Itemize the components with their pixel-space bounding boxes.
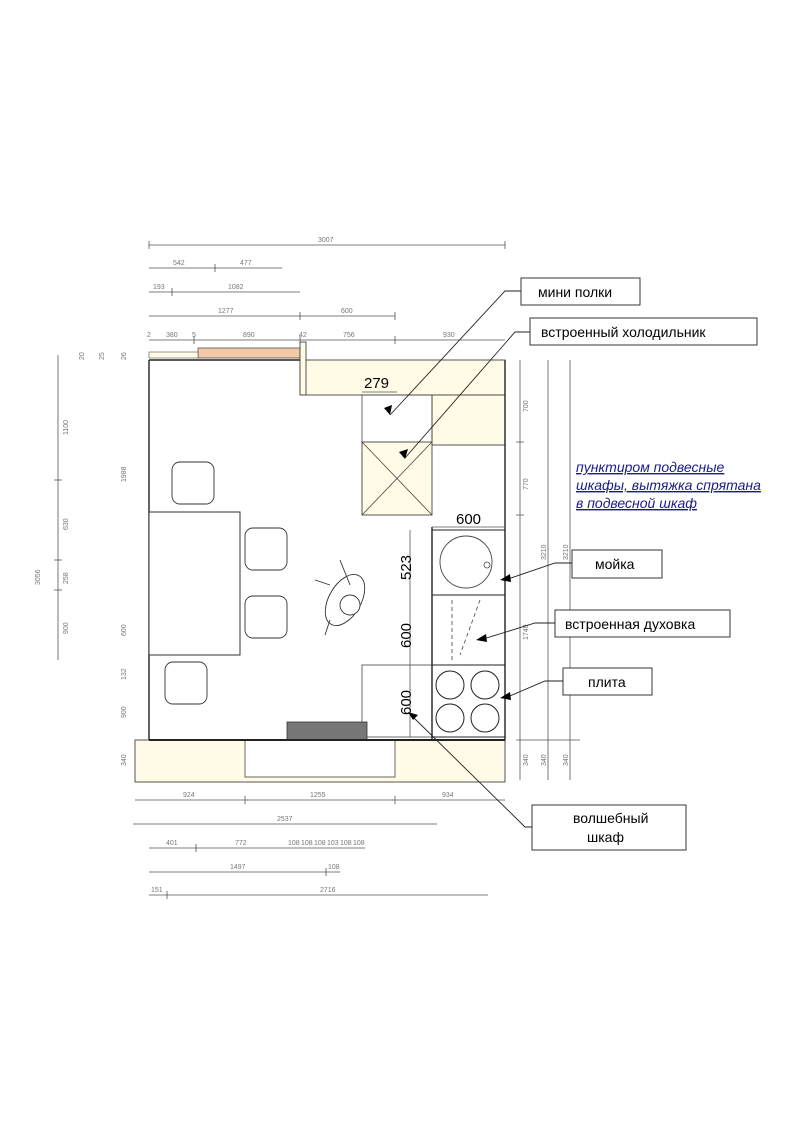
callout-stove — [562, 667, 653, 696]
dim-text: 1100 — [63, 420, 70, 435]
dim-text: 340 — [541, 754, 548, 766]
dim-text: 3007 — [318, 237, 334, 244]
dim-text: 25 — [99, 352, 106, 360]
dim-text: 132 — [121, 668, 128, 680]
dim-text: 151 — [151, 887, 163, 894]
dim-text: 600 — [341, 308, 353, 315]
dim-text: 108 — [314, 840, 326, 847]
callout-text: встроенный холодильник — [541, 324, 706, 340]
dim-text: 108 — [301, 840, 313, 847]
dim-text: 477 — [240, 260, 252, 267]
callout-text: волшебный — [573, 810, 648, 826]
dim-text: 772 — [235, 840, 247, 847]
top-dimensions: 3007 542 477 193 1082 1277 600 2 380 5 8… — [147, 237, 506, 344]
callout-text: мини полки — [538, 284, 612, 300]
dim-text: 380 — [166, 332, 178, 339]
person-icon — [314, 559, 366, 636]
dim-text: 1740 — [523, 624, 530, 640]
dim-text: 401 — [166, 840, 178, 847]
note-text: шкафы, вытяжка спрятана — [576, 477, 761, 493]
dim-text: 700 — [523, 400, 530, 412]
note-text: в подвесной шкаф — [576, 495, 697, 511]
dim-text: 1277 — [218, 308, 234, 315]
dim-text: 3210 — [563, 544, 570, 560]
dim-text: 756 — [343, 332, 355, 339]
dim-text: 103 — [327, 840, 339, 847]
dim-text: 2716 — [320, 887, 336, 894]
window — [197, 347, 301, 359]
sink-bowl — [439, 535, 493, 589]
dim-text: 890 — [243, 332, 255, 339]
dim-text: 924 — [183, 792, 195, 799]
callout-oven — [554, 609, 731, 638]
dining-table — [148, 511, 241, 656]
dim-text: 900 — [63, 622, 70, 634]
callout-mini-shelves — [520, 277, 641, 306]
dim-text: 1988 — [121, 466, 128, 482]
dim-text: 930 — [443, 332, 455, 339]
callouts: мини полки встроенный холодильник пункти… — [384, 277, 761, 851]
dim-text: 1082 — [228, 284, 244, 291]
radiator — [286, 721, 368, 741]
oven-cabinet — [431, 594, 506, 666]
top-counter — [299, 359, 506, 396]
dim-523: 523 — [398, 555, 415, 580]
wall-cabinet — [431, 394, 506, 446]
callout-text: шкаф — [587, 829, 624, 845]
note-text: пунктиром подвесные — [576, 459, 725, 475]
callout-text: встроенная духовка — [565, 616, 695, 632]
dim-text: 3210 — [541, 544, 548, 560]
dim-text: 26 — [121, 352, 128, 360]
dim-text: 2537 — [277, 816, 293, 823]
callout-magic-cabinet — [531, 804, 687, 851]
dim-text: 630 — [63, 518, 70, 530]
callout-text: плита — [588, 674, 626, 690]
dim-text: 193 — [153, 284, 165, 291]
dim-text: 900 — [121, 706, 128, 718]
dim-text: 934 — [442, 792, 454, 799]
dim-text: 20 — [79, 352, 86, 360]
sink-cabinet — [431, 529, 506, 596]
dim-text: 340 — [523, 754, 530, 766]
dim-text: 1497 — [230, 864, 246, 871]
dim-600-stove: 600 — [398, 690, 415, 715]
callout-sink — [571, 549, 663, 579]
plan-dimensions: 279 600 523 600 600 — [362, 375, 505, 737]
dim-600-oven: 600 — [398, 623, 415, 648]
dim-text: 108 — [328, 864, 340, 871]
dim-text: 2 — [147, 332, 151, 339]
left-dimensions: 3056 1100 630 258 900 1988 600 132 900 3… — [35, 352, 128, 766]
dim-text: 42 — [299, 332, 307, 339]
callout-fridge — [529, 317, 758, 346]
chair — [164, 461, 288, 705]
dim-text: 1255 — [310, 792, 326, 799]
room — [134, 341, 506, 783]
stove — [431, 664, 506, 738]
dim-text: 340 — [121, 754, 128, 766]
dim-600-width: 600 — [456, 511, 481, 528]
bottom-dimensions: 924 1255 934 2537 401 772 108 108 108 10… — [133, 792, 505, 899]
dim-text: 108 — [288, 840, 300, 847]
dim-text: 258 — [63, 572, 70, 584]
dim-text: 542 — [173, 260, 185, 267]
callout-text: мойка — [595, 556, 635, 572]
dim-279: 279 — [364, 375, 389, 392]
right-dimensions: 700 770 1740 340 3210 340 3210 340 — [516, 360, 580, 780]
dim-text: 108 — [340, 840, 352, 847]
dim-text: 340 — [563, 754, 570, 766]
dim-text: 3056 — [35, 569, 42, 585]
magic-cabinet — [361, 664, 433, 738]
dim-text: 108 — [353, 840, 365, 847]
dim-text: 770 — [523, 478, 530, 490]
dim-text: 600 — [121, 624, 128, 636]
dim-text: 5 — [192, 332, 196, 339]
